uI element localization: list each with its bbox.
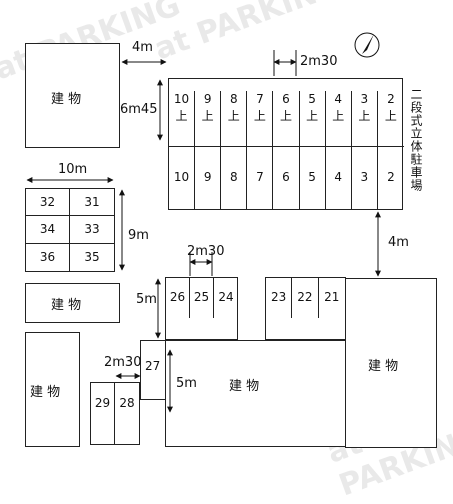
- low-slot: 28: [119, 396, 135, 410]
- mid-slot: 25: [190, 278, 214, 318]
- tower-slot-lower: 2: [387, 170, 395, 184]
- dim-stack-depth: 6m45: [120, 102, 158, 117]
- tower-slot-upper: 5 上: [300, 91, 326, 146]
- tower-slot-upper: 6 上: [273, 91, 300, 146]
- building-bottom-left: 建 物: [25, 332, 80, 447]
- mid-slot: 23: [266, 278, 293, 318]
- dim-slot-width-top: 2m30: [300, 54, 338, 69]
- tower-slot-upper: 2 上: [384, 92, 397, 123]
- building-label: 建 物: [368, 359, 399, 374]
- low-row: 29 28: [90, 382, 140, 445]
- tower-slot-lower: 4: [326, 146, 352, 209]
- dim-block-width: 10m: [58, 162, 88, 177]
- tower-label: 二段式立体駐車場: [409, 88, 423, 192]
- mid-slot: 21: [324, 290, 340, 304]
- slot-number: 27: [145, 359, 161, 373]
- building-label: 建 物: [229, 379, 260, 394]
- tower-slot-upper: 3 上: [352, 91, 378, 146]
- building-label: 建 物: [51, 92, 82, 107]
- block-slot: 35: [84, 249, 100, 264]
- building-center: 建 物: [165, 340, 350, 447]
- tower-slot-lower: 9: [195, 146, 222, 209]
- building-top-left: 建 物: [25, 43, 120, 148]
- dim-mid-depth: 5m: [136, 292, 157, 307]
- north-arrow-icon: [354, 32, 380, 58]
- low-slot: 29: [91, 383, 115, 444]
- mid-slot: 22: [292, 278, 319, 318]
- block-slot: 32: [26, 189, 70, 217]
- dim-block-depth: 9m: [128, 228, 149, 243]
- slot-27: 27: [140, 340, 166, 400]
- dim-gap-right: 4m: [388, 235, 409, 250]
- dim-slot-width-mid: 2m30: [187, 244, 225, 259]
- mid-slot: 26: [166, 278, 190, 318]
- tower-slot-upper: 10 上: [169, 91, 196, 146]
- dimension-lines: [26, 50, 381, 413]
- dim-slot-width-low: 2m30: [104, 355, 142, 370]
- building-right: 建 物: [345, 278, 437, 448]
- building-mid-left: 建 物: [25, 283, 120, 323]
- tower-slot-lower: 8: [221, 146, 248, 209]
- tower-slot-lower: 10: [169, 146, 196, 209]
- tower-slot-lower: 3: [352, 146, 378, 209]
- tower-slot-upper: 4 上: [326, 91, 352, 146]
- tower-slot-lower: 5: [300, 146, 326, 209]
- block-slot: 34: [26, 216, 70, 244]
- block-slot: 31: [70, 189, 114, 217]
- building-label: 建 物: [51, 298, 82, 313]
- tower-slot-upper: 9 上: [195, 91, 222, 146]
- tower-slot-upper: 8 上: [221, 91, 248, 146]
- dim-low-depth: 5m: [176, 376, 197, 391]
- block-slot: 33: [70, 216, 114, 244]
- dim-gap-top: 4m: [132, 40, 153, 55]
- tower-slot-lower: 6: [273, 146, 300, 209]
- tower-slot-upper: 7 上: [247, 91, 274, 146]
- building-label: 建 物: [30, 385, 61, 400]
- mid-slot: 24: [218, 290, 234, 304]
- tower-slot-lower: 7: [247, 146, 274, 209]
- block-slot: 36: [26, 243, 70, 271]
